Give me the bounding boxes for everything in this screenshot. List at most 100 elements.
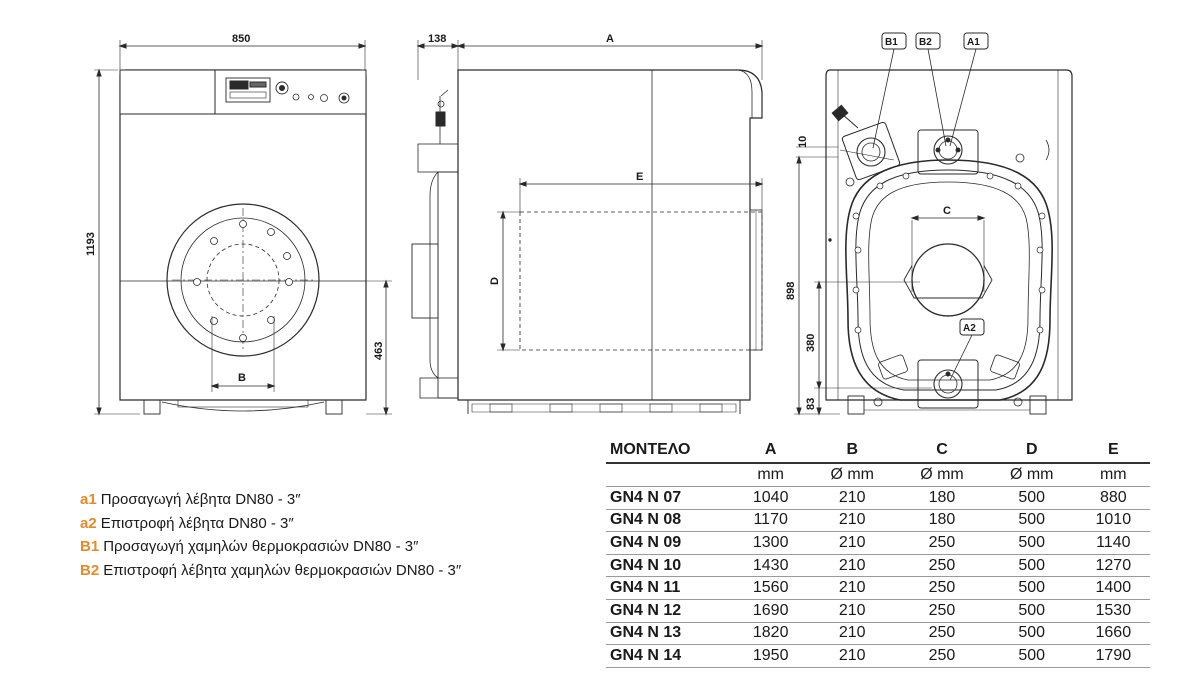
value-cell: 1690 (734, 599, 808, 623)
model-cell: GN4 N 13 (606, 622, 734, 646)
value-cell: 180 (897, 486, 987, 510)
front-width-dimension: 850 (232, 33, 250, 45)
side-view: 138 A E (411, 33, 764, 414)
legend-code: B2 (80, 561, 100, 579)
label-a1: A1 (967, 37, 980, 48)
unit-cell: Ø mm (986, 463, 1077, 487)
value-cell: 210 (807, 531, 898, 555)
value-cell: 500 (986, 576, 1077, 600)
value-cell: 500 (986, 509, 1077, 533)
value-cell: 250 (897, 622, 987, 646)
legend-text: Επιστροφή λέβητα χαμηλών θερμοκρασιών DN… (103, 561, 462, 579)
value-cell: 1270 (1076, 554, 1150, 578)
value-cell: 1140 (1076, 531, 1150, 555)
unit-cell (606, 463, 734, 487)
value-cell: 210 (807, 644, 898, 668)
value-cell: 210 (807, 554, 898, 578)
model-cell: GN4 N 10 (606, 554, 734, 578)
side-dim-e: E (636, 171, 643, 183)
model-cell: GN4 N 14 (606, 644, 734, 668)
value-cell: 1560 (734, 576, 808, 600)
value-cell: 210 (807, 599, 898, 623)
table-header-row: ΜΟΝΤΕΛΟ A B C D E (606, 438, 1150, 464)
value-cell: 250 (897, 531, 987, 555)
front-dim-b: B (238, 372, 246, 384)
model-cell: GN4 N 09 (606, 531, 734, 555)
front-burner-height-dimension: 463 (373, 342, 385, 360)
value-cell: 500 (986, 531, 1077, 555)
value-cell: 1300 (734, 531, 808, 555)
legend-code: a2 (80, 514, 97, 532)
value-cell: 1400 (1076, 576, 1150, 600)
rear-dim-c: C (943, 205, 951, 217)
rear-dim-380: 380 (805, 334, 817, 352)
dimensions-table: ΜΟΝΤΕΛΟ A B C D E mm Ø mm Ø mm Ø mm mm G… (606, 438, 1150, 668)
header-e: E (1076, 438, 1150, 464)
value-cell: 210 (807, 622, 898, 646)
units-row: mm Ø mm Ø mm Ø mm mm (606, 463, 1150, 487)
value-cell: 210 (807, 486, 898, 510)
rear-dim-10: 10 (797, 136, 809, 148)
header-a: A (734, 438, 808, 464)
value-cell: 500 (986, 486, 1077, 510)
rear-view: 10 898 380 83 (785, 32, 1073, 416)
model-cell: GN4 N 08 (606, 509, 734, 533)
value-cell: 880 (1076, 486, 1150, 510)
rear-dim-83: 83 (805, 398, 817, 410)
value-cell: 210 (807, 509, 898, 533)
value-cell: 1790 (1076, 644, 1150, 668)
unit-cell: mm (734, 463, 808, 487)
header-b: B (807, 438, 898, 464)
header-c: C (897, 438, 987, 464)
value-cell: 500 (986, 644, 1077, 668)
value-cell: 1530 (1076, 599, 1150, 623)
model-cell: GN4 N 07 (606, 486, 734, 510)
label-a2: A2 (963, 323, 976, 334)
value-cell: 250 (897, 644, 987, 668)
value-cell: 1010 (1076, 509, 1150, 533)
unit-cell: Ø mm (897, 463, 987, 487)
value-cell: 1660 (1076, 622, 1150, 646)
header-model: ΜΟΝΤΕΛΟ (606, 438, 734, 464)
value-cell: 250 (897, 599, 987, 623)
value-cell: 500 (986, 599, 1077, 623)
header-d: D (986, 438, 1077, 464)
label-b1: B1 (885, 37, 898, 48)
legend-code: a1 (80, 491, 97, 508)
label-b2: B2 (919, 37, 932, 48)
rear-dim-898: 898 (785, 282, 797, 300)
model-cell: GN4 N 11 (606, 576, 734, 600)
value-cell: 1950 (734, 644, 808, 668)
value-cell: 1040 (734, 486, 808, 510)
boiler-technical-drawing: 850 1193 (85, 32, 1073, 416)
legend-text: Προσαγωγή λέβητα DN80 - 3″ (100, 491, 301, 508)
model-cell: GN4 N 12 (606, 599, 734, 623)
value-cell: 250 (897, 554, 987, 578)
value-cell: 250 (897, 576, 987, 600)
value-cell: 500 (986, 554, 1077, 578)
side-offset-dimension: 138 (428, 33, 446, 45)
front-view: 850 1193 (85, 33, 392, 416)
value-cell: 210 (807, 576, 898, 600)
value-cell: 1820 (734, 622, 808, 646)
legend-code: B1 (80, 538, 100, 555)
side-dim-a: A (606, 33, 614, 45)
value-cell: 1430 (734, 554, 808, 578)
side-dim-d: D (489, 277, 501, 285)
value-cell: 180 (897, 509, 987, 533)
unit-cell: mm (1076, 463, 1150, 487)
front-height-dimension: 1193 (85, 232, 97, 256)
value-cell: 1170 (734, 509, 808, 533)
